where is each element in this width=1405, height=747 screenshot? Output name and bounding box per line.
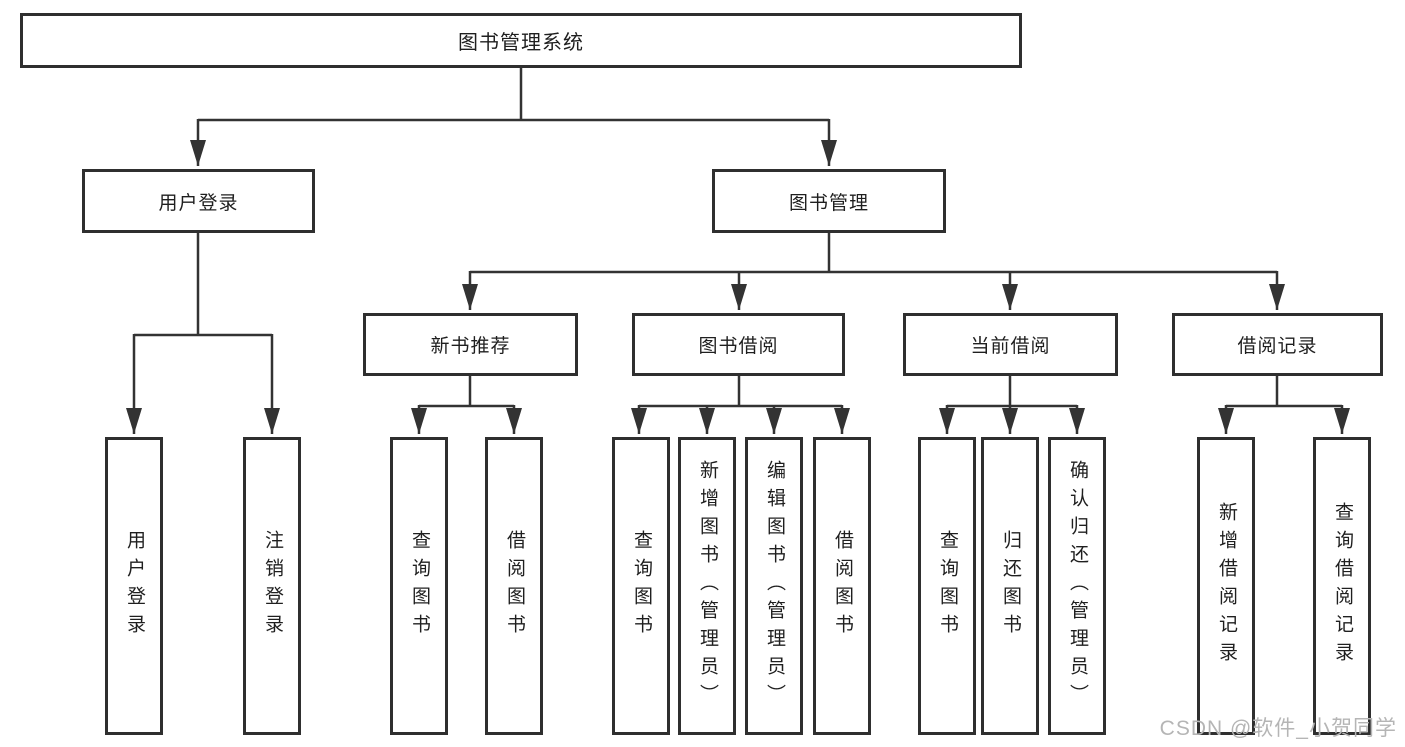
connector-new-books-split (411, 376, 522, 434)
leaf-query-books-recommend: 查询图书 (390, 437, 448, 735)
connector-current-borrow-split (939, 376, 1085, 434)
node-borrow-records: 借阅记录 (1172, 313, 1383, 376)
node-label: 当前借阅 (970, 336, 1051, 357)
node-new-book-recommend: 新书推荐 (363, 313, 578, 376)
node-label: 新增借阅记录 (1216, 502, 1237, 670)
leaf-query-books-current: 查询图书 (918, 437, 976, 735)
node-label: 查询图书 (409, 530, 430, 642)
node-label: 借阅记录 (1237, 336, 1318, 357)
node-label: 注销登录 (262, 530, 283, 642)
node-label: 用户登录 (124, 530, 145, 642)
leaf-query-borrow-record: 查询借阅记录 (1313, 437, 1371, 735)
node-label: 新书推荐 (430, 336, 511, 357)
node-label: 借阅图书 (832, 530, 853, 642)
leaf-user-login: 用户登录 (105, 437, 163, 735)
node-book-management-group: 图书管理 (712, 169, 946, 233)
node-system-root: 图书管理系统 (20, 13, 1022, 68)
node-label: 借阅图书 (504, 530, 525, 642)
connector-borrow-records-split (1218, 376, 1350, 434)
node-label: 查询图书 (937, 530, 958, 642)
leaf-logout: 注销登录 (243, 437, 301, 735)
leaf-confirm-return-admin: 确认归还（管理员） (1048, 437, 1106, 735)
leaf-query-books-borrowing: 查询图书 (612, 437, 670, 735)
leaf-return-books: 归还图书 (981, 437, 1039, 735)
connector-book-mgmt-split (462, 233, 1285, 310)
leaf-borrow-books-recommend: 借阅图书 (485, 437, 543, 735)
node-label: 图书管理系统 (458, 32, 584, 54)
node-label: 编辑图书（管理员） (764, 460, 785, 712)
node-label: 查询借阅记录 (1332, 502, 1353, 670)
leaf-edit-books-admin: 编辑图书（管理员） (745, 437, 803, 735)
node-label: 图书借阅 (698, 336, 779, 357)
connector-book-borrow-split (631, 376, 850, 434)
node-label: 用户登录 (158, 192, 239, 214)
leaf-add-borrow-record: 新增借阅记录 (1197, 437, 1255, 735)
leaf-add-books-admin: 新增图书（管理员） (678, 437, 736, 735)
csdn-watermark: CSDN @软件_小贺同学 (1159, 717, 1397, 740)
leaf-borrow-books: 借阅图书 (813, 437, 871, 735)
node-label: 图书管理 (788, 192, 869, 214)
node-book-borrowing: 图书借阅 (632, 313, 845, 376)
node-user-login-group: 用户登录 (82, 169, 315, 233)
node-label: 查询图书 (631, 530, 652, 642)
node-current-borrowing: 当前借阅 (903, 313, 1118, 376)
connector-root-split (190, 68, 837, 166)
node-label: 归还图书 (1000, 530, 1021, 642)
node-label: 新增图书（管理员） (697, 460, 718, 712)
node-label: 确认归还（管理员） (1067, 460, 1088, 712)
connector-user-login-split (126, 233, 280, 434)
